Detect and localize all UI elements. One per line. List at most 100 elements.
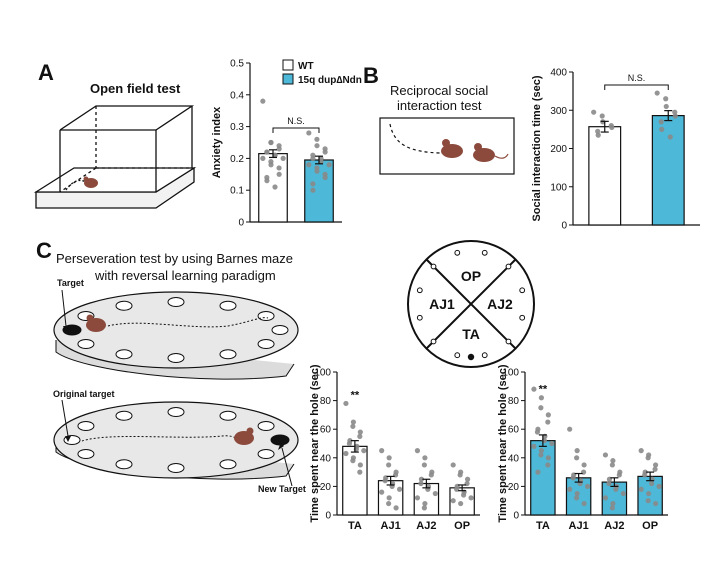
data-point — [567, 486, 573, 492]
data-point — [268, 139, 274, 146]
quadrant-hole — [481, 352, 488, 359]
data-point — [343, 450, 349, 457]
data-point — [306, 130, 312, 136]
data-point — [574, 495, 580, 501]
data-point — [386, 455, 392, 461]
data-point — [361, 448, 367, 454]
maze-hole — [219, 349, 237, 360]
data-point — [379, 448, 385, 454]
data-point — [545, 419, 551, 425]
ns-label: N.S. — [628, 73, 646, 83]
data-point — [314, 168, 320, 174]
data-point — [538, 452, 544, 458]
data-point — [280, 155, 286, 161]
bar-15q dup∆Ndn — [651, 115, 685, 226]
y-axis-label: Time spent near the hole (sec) — [309, 364, 321, 522]
x-tick-label: OP — [642, 520, 658, 532]
data-point — [574, 455, 580, 461]
data-point — [595, 132, 601, 138]
data-point — [310, 155, 316, 161]
data-point — [276, 146, 282, 152]
data-point — [638, 448, 644, 454]
legend: WT 15q dup∆Ndn — [282, 59, 362, 86]
data-point — [545, 412, 551, 418]
x-tick-label: TA — [536, 520, 550, 532]
y-tick-label: 0.4 — [230, 90, 244, 101]
quadrant-hole — [505, 338, 512, 345]
data-point — [386, 462, 392, 468]
y-tick-label: 60 — [508, 425, 520, 436]
data-point — [648, 480, 655, 487]
data-point — [454, 486, 460, 492]
y-axis-label: Social interaction time (sec) — [531, 75, 543, 221]
data-point — [538, 405, 544, 411]
maze-hole — [115, 459, 133, 470]
data-point — [422, 500, 428, 507]
y-axis-label: Time spent near the hole (sec) — [497, 364, 509, 522]
data-point — [468, 495, 474, 501]
ns-bracket — [604, 84, 669, 90]
legend-wt-swatch — [282, 59, 294, 71]
data-point — [574, 490, 580, 497]
data-point — [545, 462, 551, 468]
data-point — [272, 184, 278, 190]
data-point — [276, 165, 282, 171]
y-tick-label: 20 — [508, 482, 520, 493]
maze-hole — [167, 407, 185, 417]
data-point — [322, 174, 328, 181]
data-point — [418, 476, 425, 482]
y-axis-label: Anxiety index — [211, 106, 223, 178]
data-point — [346, 440, 353, 447]
maze-hole — [271, 325, 289, 335]
maze1-target-label: Target — [57, 278, 84, 288]
x-tick-label: AJ2 — [604, 520, 624, 532]
data-point — [574, 448, 580, 454]
y-tick-label: 100 — [314, 368, 331, 379]
data-point — [652, 500, 659, 507]
data-point — [538, 395, 545, 401]
data-point — [599, 113, 605, 119]
data-point — [616, 472, 622, 478]
y-tick-label: 80 — [320, 396, 332, 407]
data-point — [314, 136, 320, 142]
y-tick-label: 0.2 — [230, 154, 244, 165]
data-point — [606, 480, 612, 487]
quadrant-hole — [481, 249, 488, 256]
data-point — [584, 483, 591, 489]
data-point — [310, 187, 316, 193]
quadrant-hole — [519, 287, 526, 294]
data-point — [663, 103, 669, 110]
maze2-original-target-label: Original target — [53, 389, 115, 399]
bar-OP — [637, 475, 663, 516]
data-point — [645, 498, 651, 504]
data-point — [581, 462, 587, 468]
maze-hole — [257, 421, 275, 431]
data-point — [264, 178, 270, 184]
data-point — [357, 469, 363, 475]
y-tick-label: 100 — [502, 368, 519, 379]
data-point — [357, 429, 363, 435]
maze-hole — [219, 300, 237, 311]
data-point — [386, 495, 392, 501]
ns-bracket — [272, 127, 320, 133]
data-point — [570, 475, 576, 481]
maze-hole — [219, 459, 237, 470]
y-tick-label: 80 — [508, 396, 520, 407]
data-point — [450, 462, 456, 468]
data-point — [658, 119, 664, 125]
data-point — [652, 466, 658, 472]
data-point — [421, 462, 427, 468]
y-tick-label: 0 — [238, 218, 244, 229]
data-point — [567, 426, 573, 432]
data-point — [464, 476, 471, 482]
data-point — [613, 486, 619, 492]
x-tick-label: AJ1 — [569, 520, 589, 532]
y-tick-label: 0 — [513, 511, 519, 522]
data-point — [609, 505, 615, 511]
maze-hole — [167, 353, 185, 363]
data-point — [610, 500, 616, 507]
